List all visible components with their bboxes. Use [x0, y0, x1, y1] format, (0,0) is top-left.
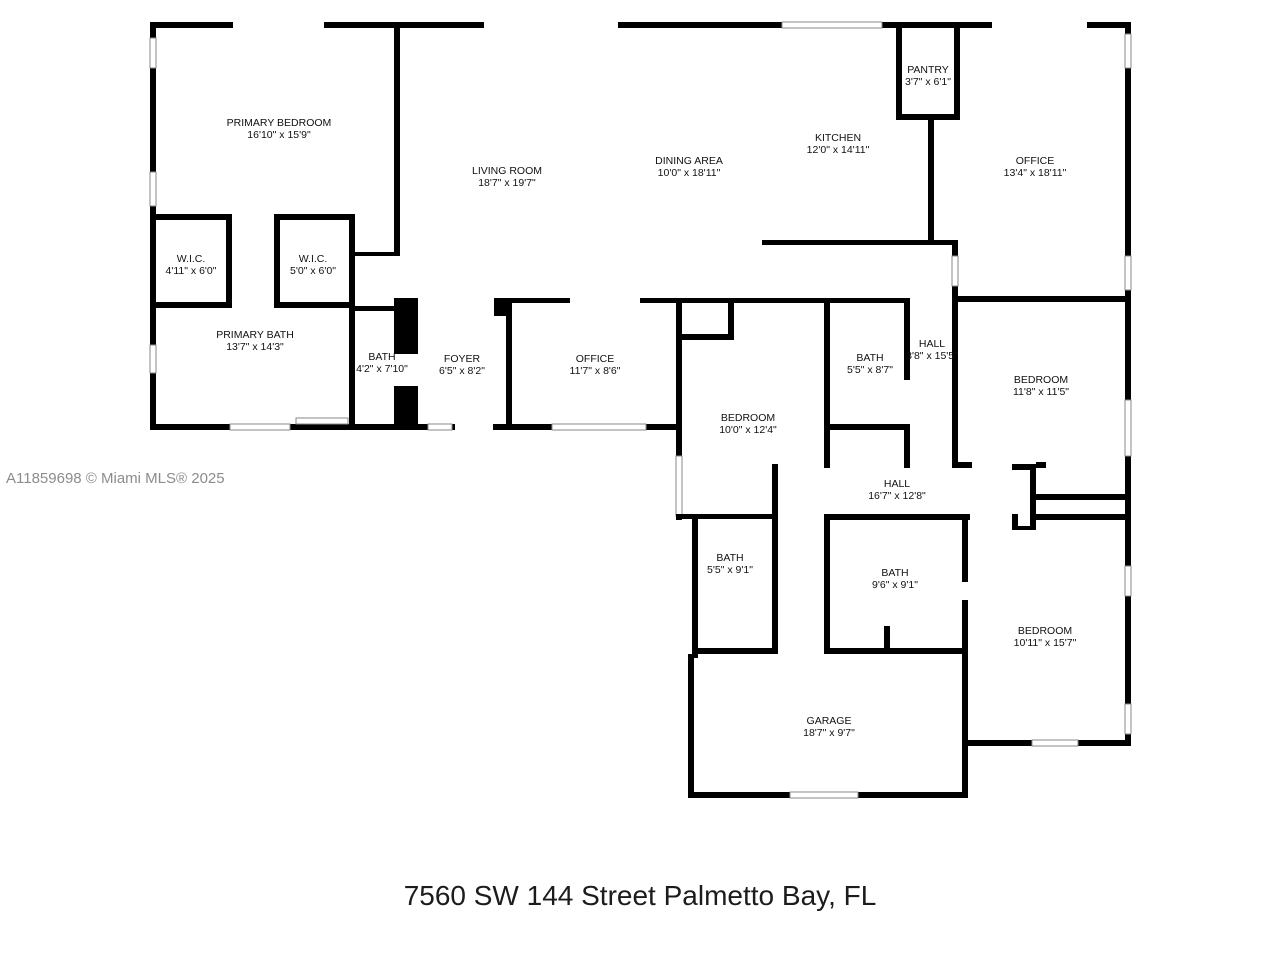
property-address: 7560 SW 144 Street Palmetto Bay, FL: [403, 880, 877, 911]
room-name: BEDROOM: [1018, 625, 1072, 637]
room-dimensions: 5'0" x 6'0": [290, 265, 336, 277]
walls: [149, 21, 1132, 799]
room-dimensions: 4'11" x 6'0": [166, 265, 217, 277]
room-dimensions: 10'0" x 12'4": [719, 424, 777, 436]
room-dimensions: 12'0" x 14'11": [807, 144, 870, 156]
room-name: HALL: [919, 338, 945, 350]
room-name: FOYER: [444, 353, 481, 365]
room-dimensions: 5'5" x 9'1": [707, 564, 753, 576]
room-name: PRIMARY BATH: [216, 329, 294, 341]
room-labels: PRIMARY BEDROOM 16'10" x 15'9" W.I.C. 4'…: [166, 64, 1077, 739]
room-dimensions: 16'10" x 15'9": [247, 129, 311, 141]
room-name: BEDROOM: [721, 412, 775, 424]
room-name: BEDROOM: [1014, 374, 1068, 386]
room-name: W.I.C.: [299, 253, 328, 265]
room-dimensions: 5'5" x 8'7": [847, 364, 893, 376]
room-name: PANTRY: [907, 64, 949, 76]
room-name: W.I.C.: [177, 253, 206, 265]
room-name: DINING AREA: [655, 155, 723, 167]
room-dimensions: 18'7" x 9'7": [803, 727, 855, 739]
room-dimensions: 13'4" x 18'11": [1004, 167, 1067, 179]
room-dimensions: 9'6" x 9'1": [872, 579, 918, 591]
room-dimensions: 11'8" x 11'5": [1013, 386, 1069, 398]
room-dimensions: 10'11" x 15'7": [1014, 637, 1077, 649]
room-dimensions: 6'5" x 8'2": [439, 365, 485, 377]
room-name: KITCHEN: [815, 132, 861, 144]
room-dimensions: 13'7" x 14'3": [226, 341, 284, 353]
room-dimensions: 18'7" x 19'7": [478, 177, 536, 189]
room-name: PRIMARY BEDROOM: [227, 117, 332, 129]
room-dimensions: 10'0" x 18'11": [658, 167, 721, 179]
room-dimensions: 11'7" x 8'6": [570, 365, 621, 377]
room-name: GARAGE: [807, 715, 852, 727]
room-dimensions: 3'8" x 15'5": [906, 350, 958, 362]
room-name: BATH: [716, 552, 743, 564]
room-dimensions: 3'7" x 6'1": [905, 76, 951, 88]
room-name: OFFICE: [576, 353, 615, 365]
room-name: BATH: [368, 351, 395, 363]
room-dimensions: 16'7" x 12'8": [868, 490, 926, 502]
room-name: OFFICE: [1016, 155, 1055, 167]
room-dimensions: 4'2" x 7'10": [356, 363, 408, 375]
room-name: BATH: [856, 352, 883, 364]
room-name: LIVING ROOM: [472, 165, 542, 177]
room-name: BATH: [881, 567, 908, 579]
mls-watermark: A11859698 © Miami MLS® 2025: [6, 470, 225, 487]
room-name: HALL: [884, 478, 910, 490]
